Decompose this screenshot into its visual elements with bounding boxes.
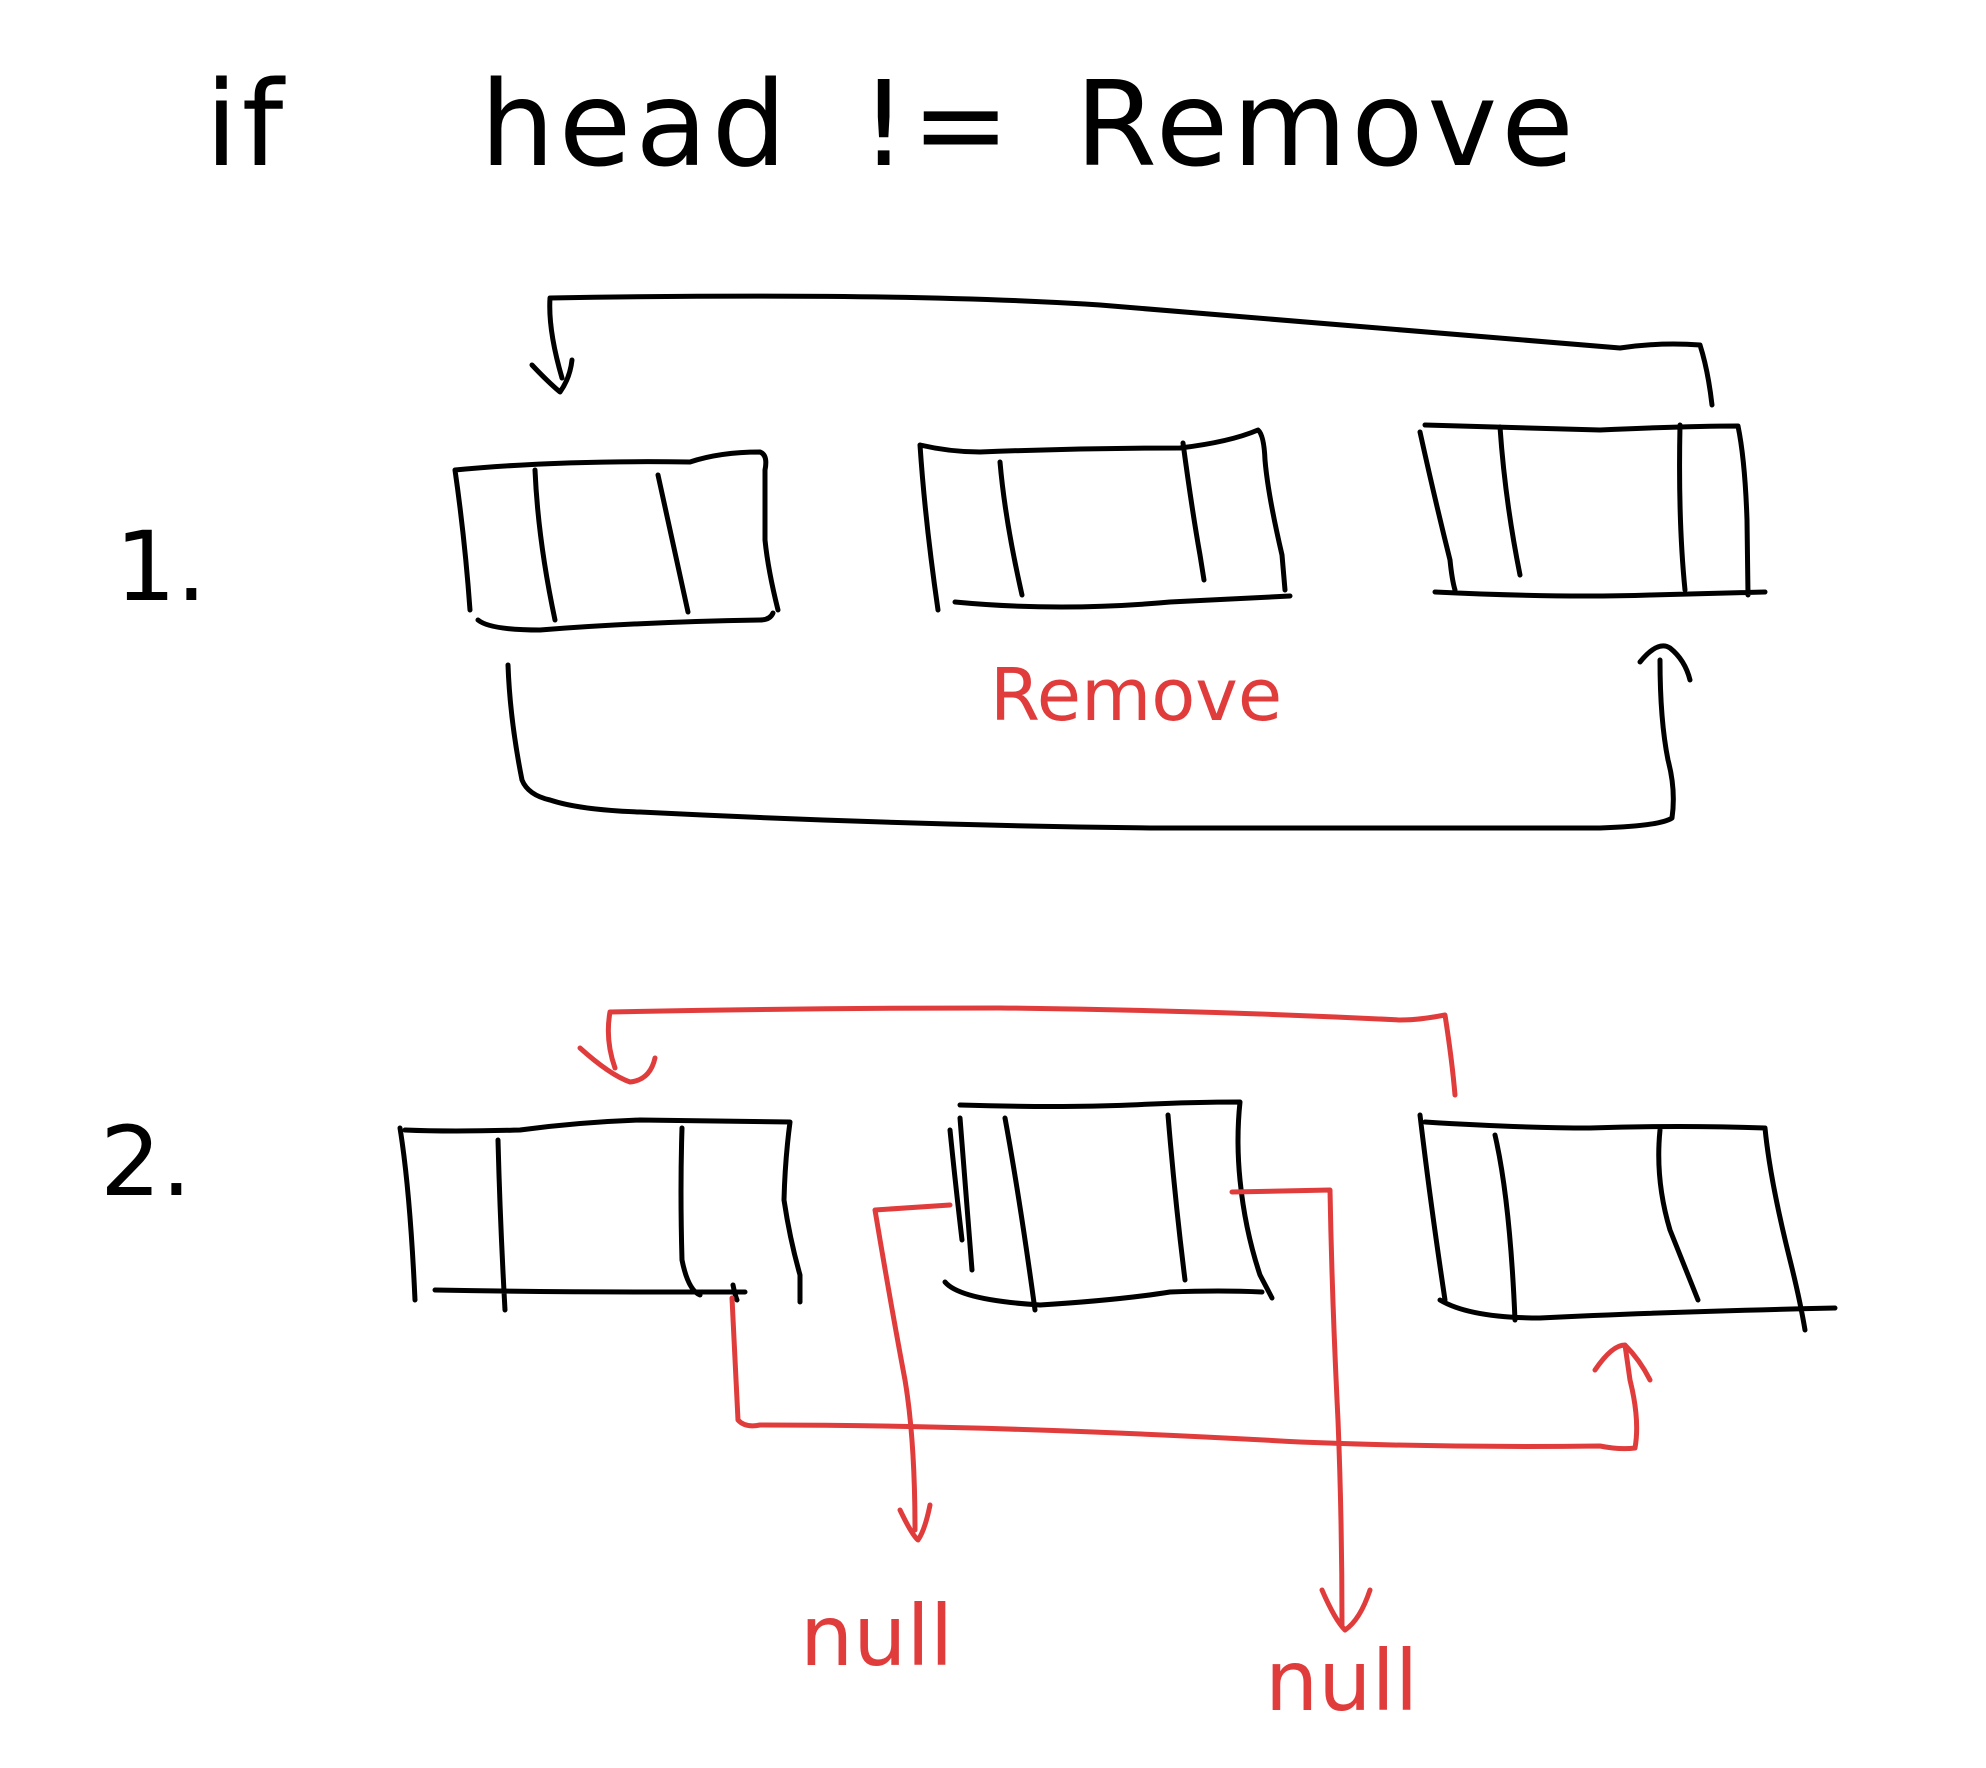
node-box [1417,1112,1838,1333]
condition-target: Remove [1075,55,1578,193]
node-box [1417,422,1768,599]
step-1-node-2 [917,427,1293,613]
step-2: 2. null null [100,1005,1838,1730]
step-2-next-arrow [577,1005,1458,1098]
step-1-node-3 [1417,422,1768,599]
step-2-next-null-arrow: null [1229,1187,1418,1730]
next-pointer-line [529,293,1715,408]
node-box [397,1117,803,1313]
null-label-1: null [800,1587,953,1685]
step-1-next-arrow [529,293,1715,408]
step-2-prev-arrow [729,1295,1653,1452]
next-pointer-line [577,1005,1458,1098]
condition-keyword: if [205,55,287,193]
remove-label: Remove [990,653,1282,737]
step-2-node-1 [397,1117,803,1313]
step-1-prev-arrow [505,643,1693,831]
step-2-node-2 [942,1099,1275,1313]
step-2-prev-null-arrow: null [800,1202,953,1685]
null-pointer-line [872,1202,953,1543]
node-box [917,427,1293,613]
null-pointer-line [1229,1187,1373,1633]
step-1-label: 1. [115,511,207,623]
prev-pointer-line [729,1295,1653,1452]
condition-operator: != [860,55,1014,193]
step-2-node-3 [1417,1112,1838,1333]
node-box [452,449,781,633]
step-2-label: 2. [100,1106,192,1218]
condition-title: if head != Remove [205,55,1578,193]
node-box [942,1099,1275,1313]
condition-subject: head [480,55,791,193]
step-1: 1. Remove [115,293,1768,831]
prev-pointer-line [505,643,1693,831]
step-1-node-1 [452,449,781,633]
null-label-2: null [1265,1632,1418,1730]
